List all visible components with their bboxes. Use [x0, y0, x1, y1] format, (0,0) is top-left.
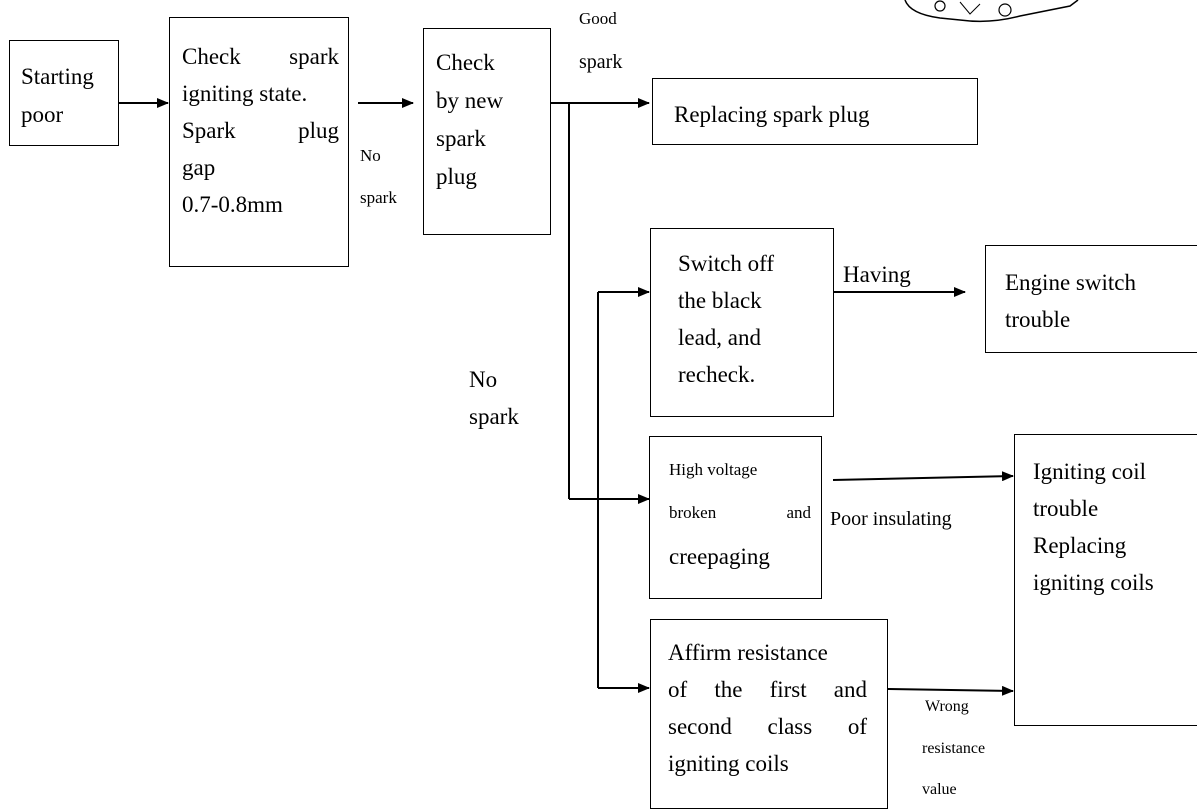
new-plug-line2: by new: [436, 88, 504, 113]
resistance-node: Affirm resistance of the first and secon…: [650, 619, 888, 809]
check-row2: igniting state.: [182, 81, 308, 106]
new-plug-line4: plug: [436, 164, 477, 189]
coil-trouble-line4: igniting coils: [1033, 570, 1154, 595]
high-voltage-line2: broken and: [669, 504, 811, 521]
engine-switch-line2: trouble: [1005, 307, 1071, 332]
label-good-spark-1: Good: [579, 9, 617, 28]
resistance-line4: igniting coils: [668, 751, 789, 776]
black-lead-node: Switch off the black lead, and recheck.: [650, 228, 834, 417]
label-no-spark-2b: spark: [469, 404, 519, 429]
resistance-line1: Affirm resistance: [668, 640, 828, 665]
check-row1: Check spark: [182, 45, 339, 68]
check-row5: 0.7-0.8mm: [182, 192, 283, 217]
black-lead-line2: the black: [678, 288, 762, 313]
resistance-line2-c: first: [769, 677, 807, 702]
new-plug-line3: spark: [436, 126, 486, 151]
label-no-spark-1a: No: [360, 146, 381, 165]
engine-switch-line1: Engine switch: [1005, 270, 1136, 295]
black-lead-line4: recheck.: [678, 362, 756, 387]
resistance-line2-d: and: [833, 677, 867, 702]
black-lead-line1: Switch off: [678, 251, 775, 276]
new-plug-node: Check by new spark plug: [423, 28, 551, 235]
new-plug-line1: Check: [436, 50, 495, 75]
resistance-line2: of the first and: [668, 678, 867, 701]
coil-trouble-line3: Replacing: [1033, 533, 1127, 558]
check-row3-b: plug: [298, 118, 339, 143]
resistance-line3: second class of: [668, 715, 867, 738]
label-wrong-1: Wrong: [925, 698, 969, 715]
check-row4: gap: [182, 155, 216, 180]
check-row1-b: spark: [289, 44, 339, 69]
arrow-poor-insulating: [832, 471, 1014, 482]
coil-trouble-node: Igniting coil trouble Replacing igniting…: [1014, 434, 1197, 726]
label-wrong-2: resistance: [922, 740, 986, 757]
replace-plug-node: Replacing spark plug: [652, 78, 978, 145]
arrow-wrong-resistance: [887, 685, 1014, 696]
high-voltage-line1: High voltage: [669, 460, 758, 479]
coil-trouble-line1: Igniting coil: [1033, 459, 1147, 484]
label-having: Having: [843, 262, 911, 287]
label-no-spark-1b: spark: [360, 188, 397, 207]
resistance-line3-c: of: [847, 714, 867, 739]
start-line2: poor: [21, 102, 64, 127]
engine-switch-node: Engine switch trouble: [985, 245, 1197, 353]
check-row3: Spark plug: [182, 119, 339, 142]
high-voltage-line3: creepaging: [669, 544, 770, 569]
start-line1: Starting: [21, 64, 94, 89]
resistance-line2-a: of: [668, 677, 688, 702]
resistance-line3-a: second: [668, 714, 732, 739]
high-voltage-line2-a: broken: [669, 503, 717, 522]
resistance-line3-b: class: [767, 714, 813, 739]
black-lead-line3: lead, and: [678, 325, 762, 350]
engine-sketch-image: [904, 0, 1079, 23]
label-good-spark-2: spark: [579, 51, 623, 73]
coil-trouble-line2: trouble: [1033, 496, 1099, 521]
check-row3-a: Spark: [182, 118, 236, 143]
high-voltage-node: High voltage broken and creepaging: [649, 436, 822, 599]
label-poor-insulating: Poor insulating: [830, 508, 952, 530]
label-wrong-3: value: [922, 781, 957, 798]
check-spark-node: Check spark igniting state. Spark plug g…: [169, 17, 349, 267]
resistance-line2-b: the: [714, 677, 743, 702]
replace-plug-text: Replacing spark plug: [674, 102, 870, 127]
high-voltage-line2-b: and: [786, 503, 811, 522]
check-row1-a: Check: [182, 44, 241, 69]
start-node: Starting poor: [9, 40, 119, 146]
label-no-spark-2a: No: [469, 367, 498, 392]
